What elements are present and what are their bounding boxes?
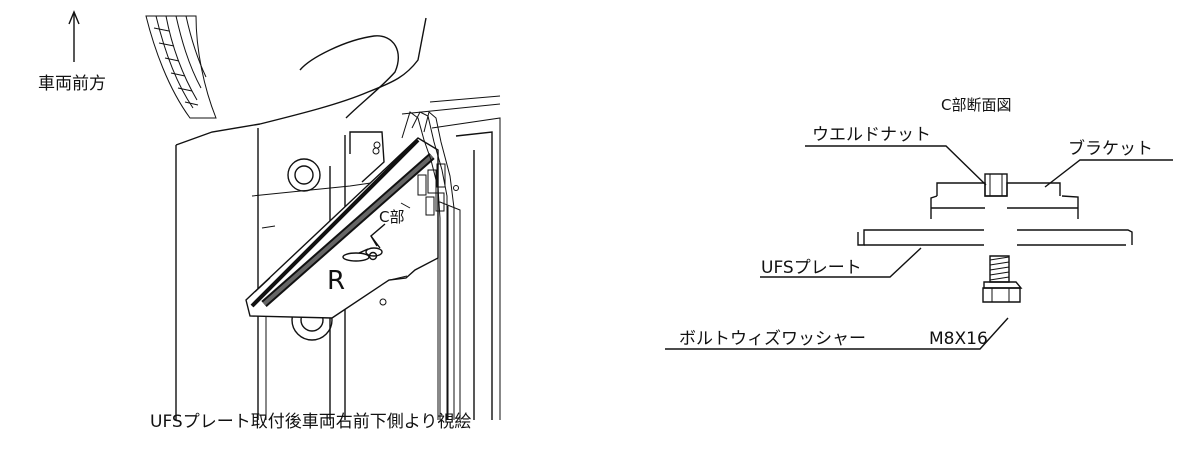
upper-bracket	[349, 131, 385, 183]
wing-nut	[342, 247, 383, 262]
label-leaders	[665, 145, 1173, 350]
bolt-label: ボルトウィズワッシャー	[679, 329, 866, 349]
c-section-callout-leader	[370, 223, 386, 249]
weld-nut-shape	[984, 173, 1008, 197]
bolt-with-washer-shape	[982, 255, 1023, 303]
direction-label: 車両前方	[38, 74, 106, 94]
front-direction-arrow	[68, 10, 80, 62]
ufs-plate-label: UFSプレート	[761, 258, 862, 278]
right-section-view	[857, 173, 1133, 303]
bracket-label: ブラケット	[1068, 139, 1153, 159]
section-title: C部断面図	[941, 96, 1012, 114]
view-caption: UFSプレート取付後車両右前下側より視絵	[150, 412, 472, 432]
tire	[145, 15, 217, 119]
brake-pipes	[401, 111, 455, 420]
right-side-marker: R	[327, 266, 346, 296]
ufs-plate	[245, 137, 439, 319]
left-install-view	[145, 15, 501, 420]
c-section-callout: C部	[379, 208, 405, 226]
body-holes	[287, 147, 459, 341]
weld-nut-label: ウエルドナット	[812, 125, 931, 145]
bolt-size-label: M8X16	[929, 329, 988, 349]
